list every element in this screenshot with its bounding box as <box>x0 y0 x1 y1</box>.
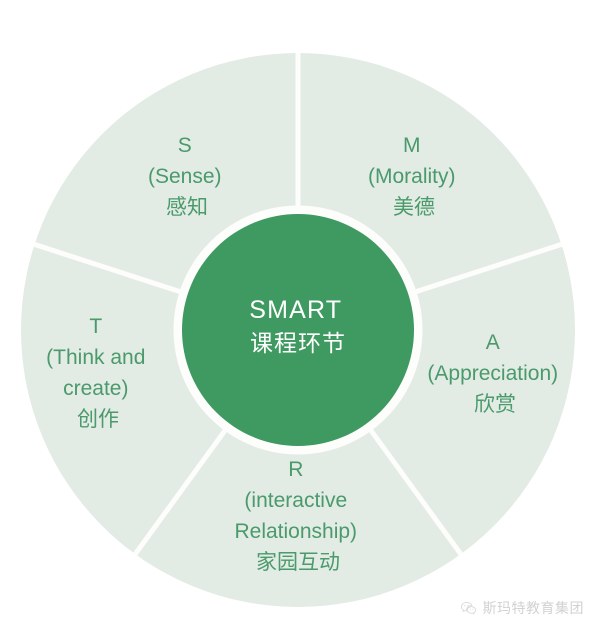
center-circle <box>182 214 414 446</box>
center-title-cn: 课程环节 <box>250 330 346 356</box>
segment-dividers <box>33 53 563 556</box>
segment-letter-a: A <box>486 331 500 354</box>
segment-letter-s: S <box>178 134 192 157</box>
watermark-text: 斯玛特教育集团 <box>482 601 584 617</box>
center-label: SMART 课程环节 <box>249 296 347 356</box>
inner-gap-ring <box>173 205 423 455</box>
segment-english-t-line2: create) <box>63 377 128 400</box>
segment-letter-t: T <box>89 315 102 338</box>
segment-chinese-r: 家园互动 <box>256 551 340 574</box>
segment-english-m: (Morality) <box>368 165 456 188</box>
segment-english-r-line2: Relationship) <box>234 520 357 543</box>
segment-chinese-t: 创作 <box>77 408 119 431</box>
segment-english-r-line1: (interactive <box>244 489 347 512</box>
segment-chinese-a: 欣赏 <box>474 393 516 416</box>
segment-english-s: (Sense) <box>148 165 222 188</box>
segment-label-t: T (Think and create) 创作 <box>46 315 150 431</box>
segment-label-a: A (Appreciation) 欣赏 <box>427 331 562 416</box>
watermark: 斯玛特教育集团 <box>460 598 585 618</box>
center-title-en: SMART <box>249 296 342 324</box>
segment-letter-m: M <box>403 134 421 157</box>
segment-label-s: S (Sense) 感知 <box>148 134 226 219</box>
segment-label-m: M (Morality) 美德 <box>368 134 460 219</box>
segment-english-t-line1: (Think and <box>46 346 145 369</box>
segment-letter-r: R <box>288 458 303 481</box>
segment-english-a: (Appreciation) <box>427 362 558 385</box>
segment-chinese-s: 感知 <box>166 196 208 219</box>
wechat-icon <box>460 601 476 614</box>
segment-chinese-m: 美德 <box>393 196 435 219</box>
segment-label-r: R (interactive Relationship) 家园互动 <box>234 458 361 574</box>
